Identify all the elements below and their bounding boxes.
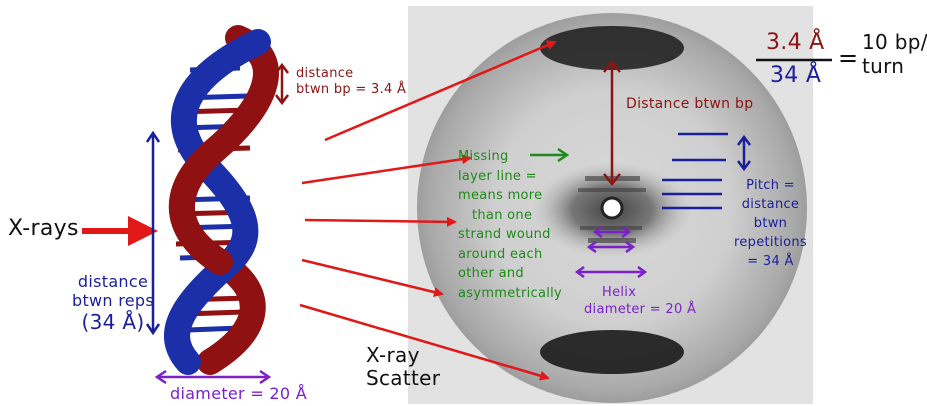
repetition-distance-label: distance btwn reps (34 Å)	[72, 272, 154, 334]
xrays-label: X-rays	[8, 216, 79, 241]
helix-diameter-label: Helix diameter = 20 Å	[584, 284, 696, 318]
xray-scatter-label: X-ray Scatter	[366, 344, 440, 390]
bottom-reflection-arc	[540, 330, 684, 374]
distance-bp-label: Distance btwn bp	[626, 96, 753, 112]
equation-numerator: 3.4 Å	[766, 30, 825, 55]
pitch-label: Pitch = distance btwn repetitions = 34 Å	[734, 176, 807, 271]
xray-incoming-arrow	[82, 216, 158, 246]
dna-double-helix	[176, 38, 266, 362]
equation-result: 10 bp/ turn	[862, 30, 927, 78]
missing-layer-line-label: Missing layer line = means more than one…	[458, 147, 562, 303]
beam-stop-spot	[602, 198, 622, 218]
equation-equals: =	[838, 44, 858, 72]
diameter-label: diameter = 20 Å	[170, 384, 307, 403]
equation-denominator: 34 Å	[770, 63, 821, 88]
bp-distance-label: distance btwn bp = 3.4 Å	[296, 66, 406, 98]
